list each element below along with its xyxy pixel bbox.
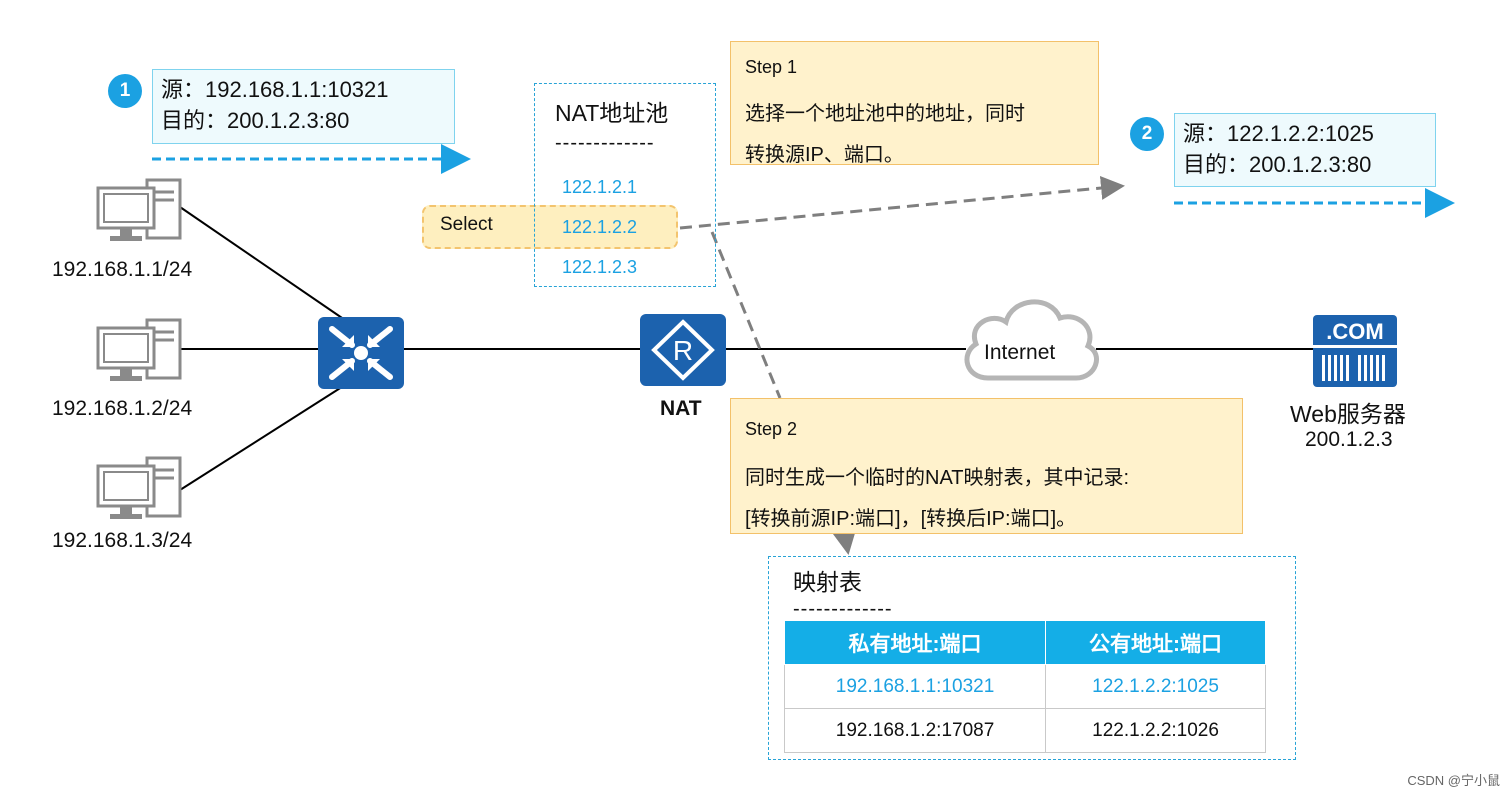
step2-to-map-arrow — [832, 529, 857, 555]
table-cell: 122.1.2.2:1026 — [1045, 708, 1266, 753]
host1-label: 192.168.1.1/24 — [52, 258, 193, 281]
table-row: 192.168.1.1:10321 122.1.2.2:1025 — [783, 664, 1266, 709]
step2-note: Step 2 同时生成一个临时的NAT映射表，其中记录: [转换前源IP:端口]… — [730, 398, 1243, 534]
pool-address: 122.1.2.2 — [562, 217, 638, 237]
select-label: Select — [440, 214, 493, 235]
nat-label: NAT — [660, 397, 702, 420]
mapping-separator: ------------- — [793, 598, 893, 620]
packet2-src: 源：122.1.2.2:1025 — [1183, 121, 1374, 146]
packet2-badge: 2 — [1130, 117, 1164, 151]
packet1-badge: 1 — [108, 74, 142, 108]
pc-icon — [96, 456, 182, 519]
cloud-icon — [964, 299, 1099, 381]
host3-label: 192.168.1.3/24 — [52, 529, 193, 552]
pool-title: NAT地址池 — [555, 100, 669, 126]
select-to-step2-arrow — [710, 231, 782, 399]
router-icon: R — [640, 314, 726, 386]
table-cell: 192.168.1.1:10321 — [783, 664, 1047, 709]
packet1-dst: 目的：200.1.2.3:80 — [161, 108, 350, 133]
host2-label: 192.168.1.2/24 — [52, 397, 193, 420]
server-name: Web服务器 — [1290, 401, 1406, 427]
internet-label: Internet — [984, 341, 1056, 364]
watermark: CSDN @宁小鼠 — [1407, 773, 1500, 788]
mapping-table: 私有地址:端口 公有地址:端口 192.168.1.1:10321 122.1.… — [783, 620, 1266, 753]
link-host3-switch — [179, 384, 346, 491]
packet2-dst: 目的：200.1.2.3:80 — [1183, 152, 1372, 177]
pc-icon — [96, 318, 182, 381]
link-host1-switch — [179, 206, 346, 321]
server-badge: .COM — [1326, 319, 1383, 344]
web-server-icon: .COM — [1313, 315, 1397, 387]
table-cell: 122.1.2.2:1025 — [1045, 664, 1266, 709]
switch-icon — [318, 317, 404, 389]
step1-note: Step 1 选择一个地址池中的地址，同时 转换源IP、端口。 — [730, 41, 1099, 166]
step2-line1: 同时生成一个临时的NAT映射表，其中记录: — [745, 467, 1130, 489]
nat-pool: NAT地址池 ------------- 122.1.2.1 122.1.2.2… — [534, 83, 716, 287]
mapping-table-box — [768, 556, 1296, 760]
pool-address: 122.1.2.3 — [562, 257, 638, 277]
router-letter: R — [673, 335, 693, 366]
table-row: 192.168.1.2:17087 122.1.2.2:1026 — [783, 708, 1266, 753]
table-cell: 192.168.1.2:17087 — [783, 708, 1047, 753]
step2-line2: [转换前源IP:端口]，[转换后IP:端口]。 — [745, 508, 1077, 530]
mapping-header-public: 公有地址:端口 — [1045, 620, 1266, 665]
pc-icon — [96, 178, 182, 241]
pool-separator: ------------- — [555, 132, 655, 154]
packet1-src: 源：192.168.1.1:10321 — [161, 77, 389, 102]
select-highlight — [422, 205, 678, 249]
mapping-title: 映射表 — [793, 569, 862, 595]
server-ip: 200.1.2.3 — [1305, 428, 1393, 451]
pool-address: 122.1.2.1 — [562, 177, 638, 197]
packet1-header: 源：192.168.1.1:10321 目的：200.1.2.3:80 — [152, 69, 455, 144]
step1-line1: 选择一个地址池中的地址，同时 — [745, 103, 1025, 125]
packet2-header: 源：122.1.2.2:1025 目的：200.1.2.3:80 — [1174, 113, 1436, 187]
step2-title: Step 2 — [745, 419, 798, 439]
step1-line2: 转换源IP、端口。 — [745, 144, 904, 166]
step1-title: Step 1 — [745, 57, 798, 77]
select-to-packet2-arrow — [679, 176, 1125, 230]
mapping-header-private: 私有地址:端口 — [783, 620, 1047, 665]
